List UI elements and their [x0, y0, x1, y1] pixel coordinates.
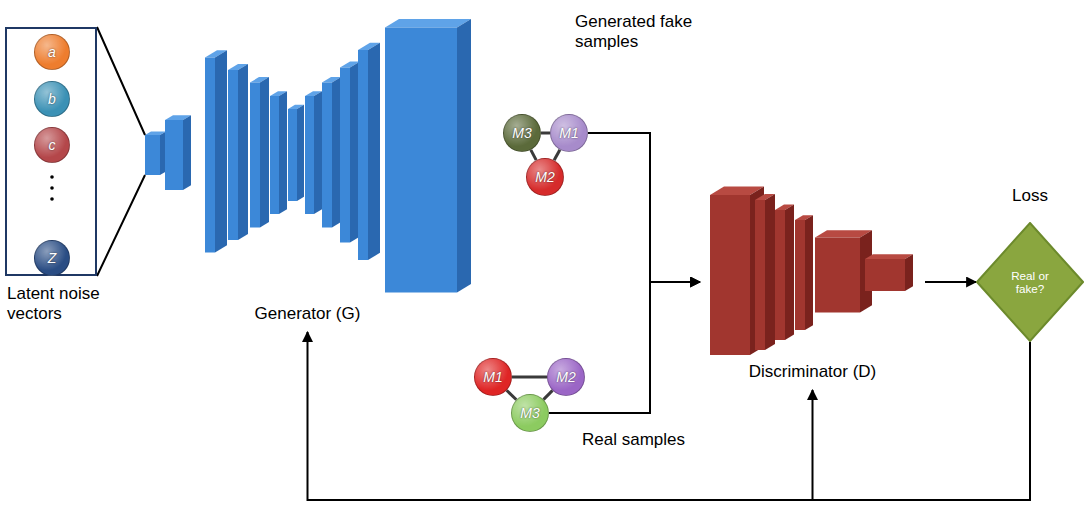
- generator-network: [145, 19, 471, 292]
- dot: [50, 197, 54, 201]
- sample-node: M1: [550, 114, 588, 152]
- node-label: a: [48, 44, 56, 61]
- loss-heading: Loss: [976, 186, 1084, 206]
- layer-front: [228, 70, 238, 240]
- sample-node: M2: [547, 358, 585, 396]
- latent-variable: c: [34, 127, 70, 163]
- bond-line: [531, 150, 536, 160]
- layer-front: [270, 96, 279, 214]
- layer-side: [314, 91, 322, 214]
- flow-arrow: [925, 281, 976, 283]
- latent-variable: b: [34, 81, 70, 117]
- layer-front: [340, 68, 350, 243]
- layer-front: [775, 210, 785, 340]
- flow-arrow: [97, 27, 145, 276]
- sample-node: M3: [503, 114, 541, 152]
- layer-front: [710, 195, 750, 355]
- layer-side: [905, 254, 913, 291]
- node-label: M3: [520, 405, 539, 422]
- discriminator-block: Discriminator (D): [700, 160, 925, 390]
- node-label: M2: [535, 169, 554, 186]
- group-label: Real samples: [582, 430, 722, 450]
- layer-front: [288, 109, 297, 201]
- layer-side: [332, 77, 341, 227]
- layer-front: [795, 220, 805, 330]
- ellipsis-dots: [50, 175, 54, 201]
- layer-side: [297, 105, 304, 201]
- generator-block: Generator (G): [145, 10, 470, 332]
- sample-node: M2: [526, 158, 564, 196]
- layer-side: [183, 115, 191, 190]
- bond-line: [512, 376, 547, 379]
- latent-vector-box: Latent noise vectorsabcZ: [5, 27, 97, 276]
- layer-front: [305, 96, 314, 214]
- layer-front: [322, 83, 332, 228]
- block-caption: Discriminator (D): [749, 362, 877, 382]
- bond-line: [543, 390, 552, 399]
- diamond-shape: [977, 223, 1083, 341]
- layer-top: [865, 254, 913, 259]
- layer-side: [785, 205, 794, 340]
- group-label: Generated fake samples: [575, 12, 700, 53]
- layer-side: [805, 215, 813, 330]
- block-caption: Generator (G): [255, 304, 361, 324]
- layer-front: [205, 58, 215, 253]
- block-caption: Latent noise vectors: [7, 284, 137, 325]
- layer-side: [279, 91, 287, 214]
- node-label: Z: [48, 250, 57, 267]
- node-label: M1: [483, 369, 502, 386]
- node-label: c: [49, 137, 56, 154]
- sample-node: M3: [511, 394, 549, 432]
- flow-arrow: [308, 332, 1031, 500]
- node-label: b: [48, 91, 56, 108]
- discriminator-network: [710, 187, 913, 355]
- layer-side: [765, 194, 775, 350]
- layer-side: [238, 64, 248, 240]
- layer-front: [815, 238, 860, 313]
- layer-front: [385, 28, 457, 293]
- layer-front: [358, 50, 368, 260]
- bond-line: [541, 132, 550, 135]
- layer-side: [457, 19, 471, 292]
- latent-variable: Z: [34, 240, 70, 276]
- layer-side: [215, 50, 227, 252]
- node-label: M2: [556, 369, 575, 386]
- node-label: M3: [512, 125, 531, 142]
- layer-front: [165, 120, 183, 190]
- latent-variable: a: [34, 34, 70, 70]
- layer-front: [250, 83, 260, 228]
- decision-diamond: LossReal or fake?: [976, 178, 1084, 342]
- decision-text: Real or fake?: [1011, 222, 1049, 342]
- layer-front: [145, 135, 160, 175]
- dot: [50, 175, 54, 179]
- dot: [50, 186, 54, 190]
- flow-arrow: [588, 133, 700, 282]
- sample-node: M1: [474, 358, 512, 396]
- layer-front: [755, 200, 765, 350]
- layer-front: [865, 259, 905, 291]
- layer-side: [368, 43, 380, 260]
- layer-side: [260, 77, 269, 227]
- bond-line: [507, 390, 517, 400]
- layer-side: [750, 187, 764, 355]
- bond-line: [554, 150, 560, 161]
- layer-top: [385, 19, 471, 27]
- node-label: M1: [559, 125, 578, 142]
